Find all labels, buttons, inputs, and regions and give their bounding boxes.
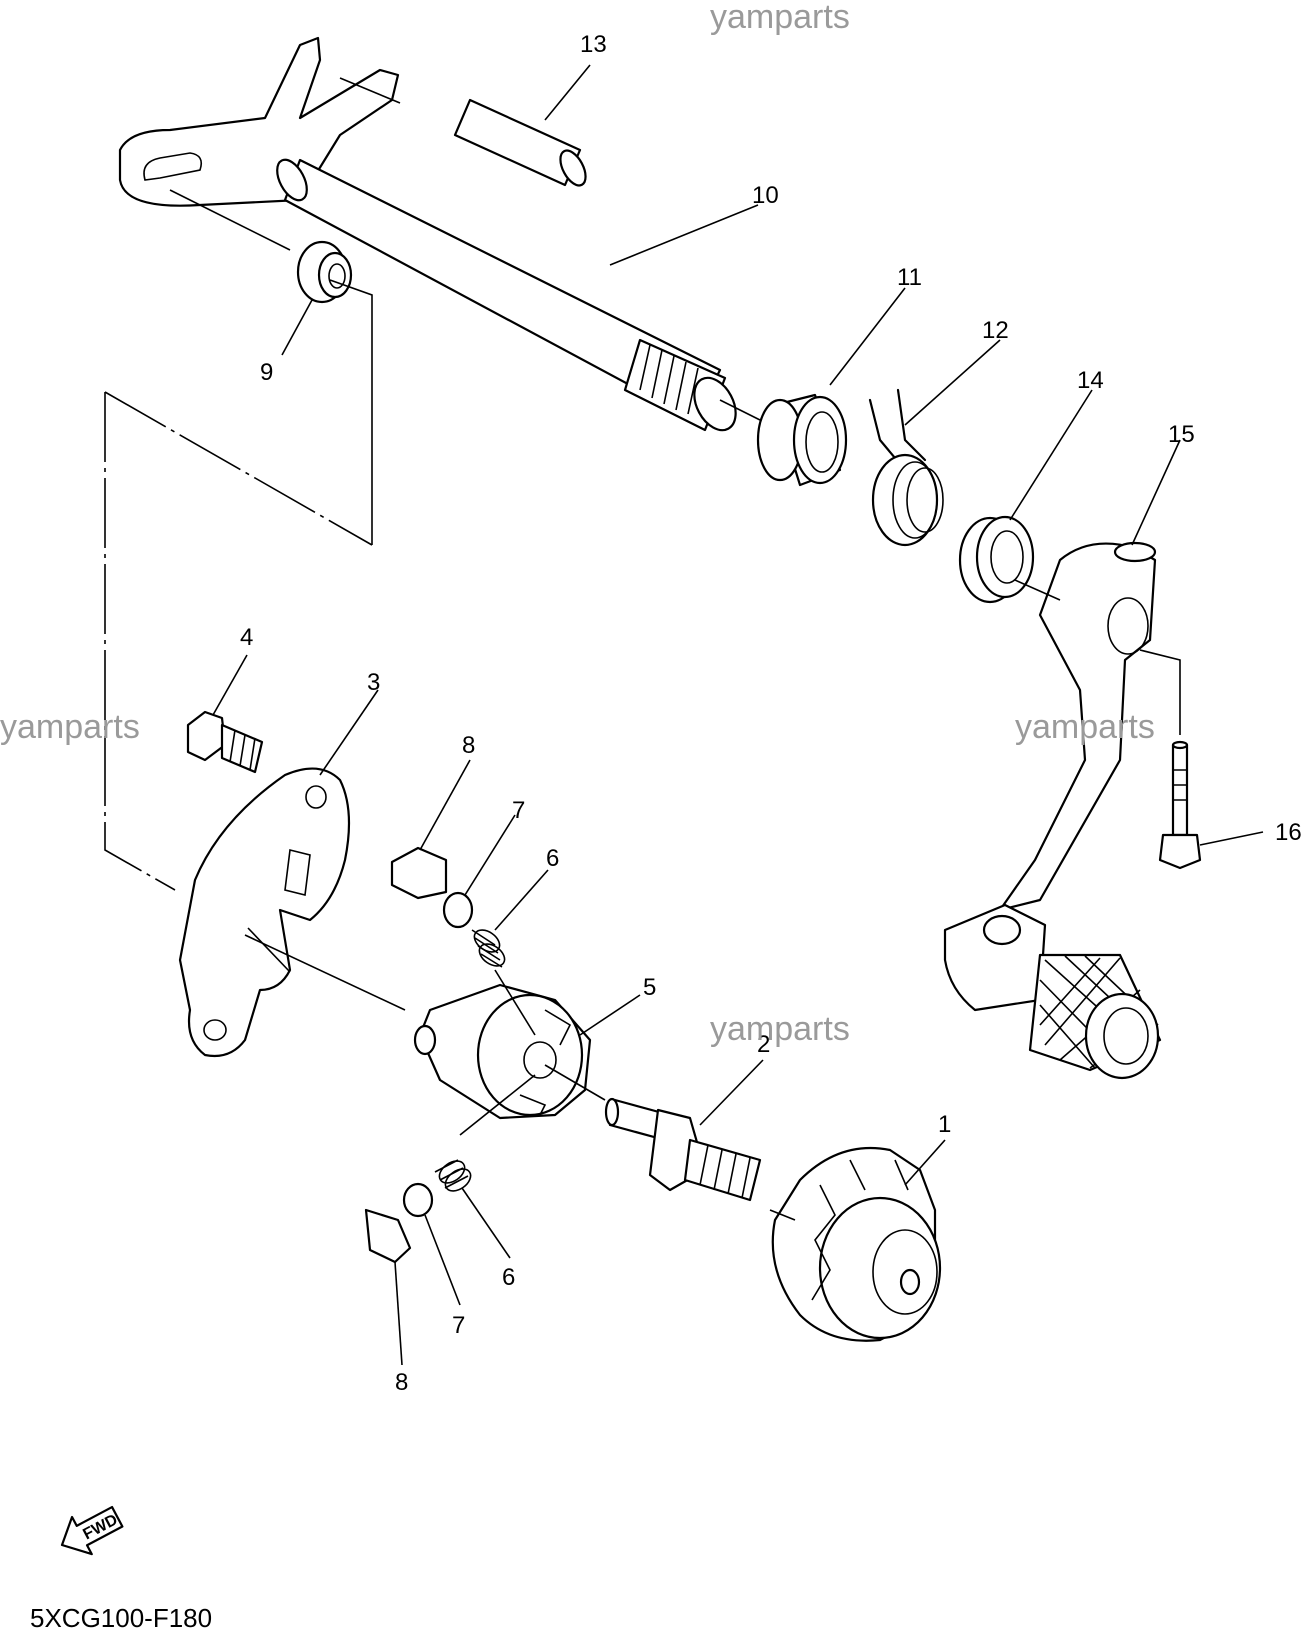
diagram-code: 5XCG100-F180 <box>30 1603 212 1633</box>
oil-seal-part <box>958 515 1035 604</box>
callout-6-upper: 6 <box>546 845 559 872</box>
callout-8-lower: 8 <box>395 1369 408 1396</box>
washer-part <box>296 240 353 304</box>
spring-part-upper <box>471 929 506 968</box>
callout-16: 16 <box>1275 819 1302 846</box>
callout-9: 9 <box>260 359 273 386</box>
callout-1: 1 <box>938 1111 951 1138</box>
drum-cam-part <box>771 1146 942 1342</box>
stopper-part-upper <box>390 846 448 900</box>
callout-14: 14 <box>1077 367 1104 394</box>
callout-12: 12 <box>982 317 1009 344</box>
stopper-part-lower <box>364 1208 412 1264</box>
torsion-spring-part <box>868 388 944 547</box>
callout-15: 15 <box>1168 421 1195 448</box>
callout-11: 11 <box>897 264 922 291</box>
callout-8-upper: 8 <box>462 732 475 759</box>
collar-part <box>756 393 848 487</box>
bolt-part <box>1158 740 1202 870</box>
callout-4: 4 <box>240 624 253 651</box>
segment-plate-part <box>178 767 351 1058</box>
watermark-left: yamparts <box>0 708 140 746</box>
pin-ball-part-upper <box>442 891 474 929</box>
callout-10: 10 <box>752 182 779 209</box>
callout-5: 5 <box>643 974 656 1001</box>
callout-7-lower: 7 <box>452 1312 465 1339</box>
spring-part-lower <box>434 1159 472 1192</box>
watermark-right: yamparts <box>1015 708 1155 746</box>
watermark-top: yamparts <box>710 0 850 36</box>
shaft-bolt-part <box>604 1097 762 1202</box>
drum-segment-part <box>413 983 592 1120</box>
callout-13: 13 <box>580 31 607 58</box>
pin-part <box>453 98 587 187</box>
pin-ball-part-lower <box>402 1182 434 1218</box>
callout-3: 3 <box>367 669 380 696</box>
callout-6-lower: 6 <box>502 1264 515 1291</box>
watermark-center: yamparts <box>710 1010 850 1048</box>
fwd-arrow-icon: FWD <box>60 1505 124 1556</box>
shift-pedal-part <box>943 541 1162 1080</box>
shift-shaft-part <box>118 36 737 432</box>
callout-2: 2 <box>757 1031 770 1058</box>
callout-7-upper: 7 <box>512 797 525 824</box>
bolt-part-4 <box>186 710 264 774</box>
